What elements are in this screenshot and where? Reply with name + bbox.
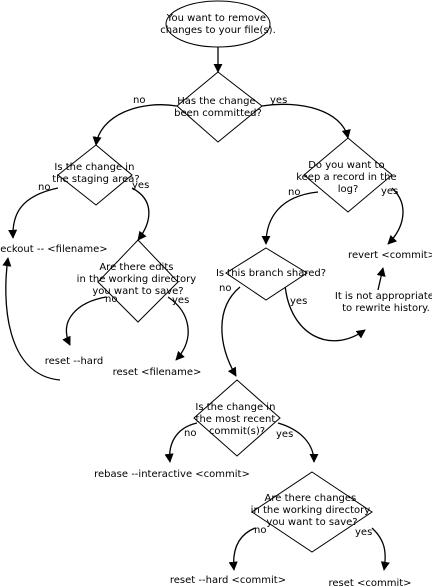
results: checkout -- <filename> revert <commit> I… [0,244,432,587]
edge-edits2-no [228,527,256,571]
decision-edits-1-text: Are there edits in the working directory… [77,262,200,297]
decision-edits-2-diamond [251,471,373,553]
label-record-no: no [288,187,300,198]
edges [2,47,404,571]
start-node: You want to remove changes to your file(… [160,0,276,48]
decision-keep-record: Do you want to keep a record in the log? [296,137,400,213]
edge-edits1-to-checkout [2,257,61,381]
edge-edits1-yes [167,296,189,361]
decision-keep-record-diamond [303,137,393,213]
label-record-yes: yes [381,186,398,197]
start-ellipse [165,0,271,48]
edge-committed-yes [261,103,351,139]
decision-shared-text: Is this branch shared? [216,268,326,279]
result-checkout: checkout -- <filename> [0,244,108,255]
label-mostrecent-yes: yes [276,429,293,440]
result-revert: revert <commit> [348,250,432,261]
decision-shared: Is this branch shared? [216,247,326,301]
decision-committed: Has the change been committed? [174,71,263,143]
edge-record-no [261,191,319,245]
decision-most-recent-text: Is the change in the most recent commit(… [195,402,278,437]
label-mostrecent-no: no [184,428,196,439]
edge-edits1-no [62,296,107,346]
label-shared-no: no [219,283,231,294]
edge-shared-yes [284,284,366,342]
result-rebase: rebase --interactive <commit> [94,469,250,480]
decision-most-recent: Is the change in the most recent commit(… [193,379,281,457]
start-text: You want to remove changes to your file(… [160,13,276,36]
decision-most-recent-diamond [193,379,281,457]
decision-edits-1-diamond [97,239,179,323]
label-shared-yes: yes [290,296,307,307]
decision-committed-text: Has the change been committed? [174,96,262,119]
decision-keep-record-text: Do you want to keep a record in the log? [296,160,400,195]
label-edits2-no: no [254,525,266,536]
decision-edits-2-text: Are there changes in the working directo… [251,493,374,528]
label-edits1-yes: yes [172,295,189,306]
edge-staging-yes [131,187,150,241]
edge-labels: no yes no yes no yes no yes no yes no ye… [38,95,398,538]
result-reset-commit: reset <commit> [328,578,411,587]
decision-shared-diamond [225,247,308,301]
decision-staging: Is the change in the staging area? [52,144,140,206]
edge-mostrecent-no [164,422,198,463]
edge-notappropriate-to-revert [376,267,386,291]
decision-staging-diamond [57,144,133,206]
edge-mostrecent-yes [277,422,319,463]
result-reset-hard: reset --hard [45,356,103,367]
label-committed-no: no [133,95,145,106]
decision-staging-text: Is the change in the staging area? [52,162,139,185]
edge-committed-no [92,104,178,146]
label-staging-yes: yes [132,180,149,191]
edge-edits2-yes [371,527,390,571]
decision-edits-1: Are there edits in the working directory… [77,239,200,323]
label-edits1-no: no [105,294,117,305]
result-not-appropriate: It is not appropriate to rewrite history… [335,291,432,314]
label-edits2-yes: yes [355,527,372,538]
label-staging-no: no [38,182,50,193]
edge-shared-no [221,286,241,377]
label-committed-yes: yes [270,95,287,106]
result-reset-hard-commit: reset --hard <commit> [170,575,286,586]
edge-record-yes [387,187,404,245]
result-reset-filename: reset <filename> [113,367,202,378]
decision-edits-2: Are there changes in the working directo… [251,471,374,553]
edge-staging-no [8,187,59,239]
decision-committed-diamond [176,71,263,143]
